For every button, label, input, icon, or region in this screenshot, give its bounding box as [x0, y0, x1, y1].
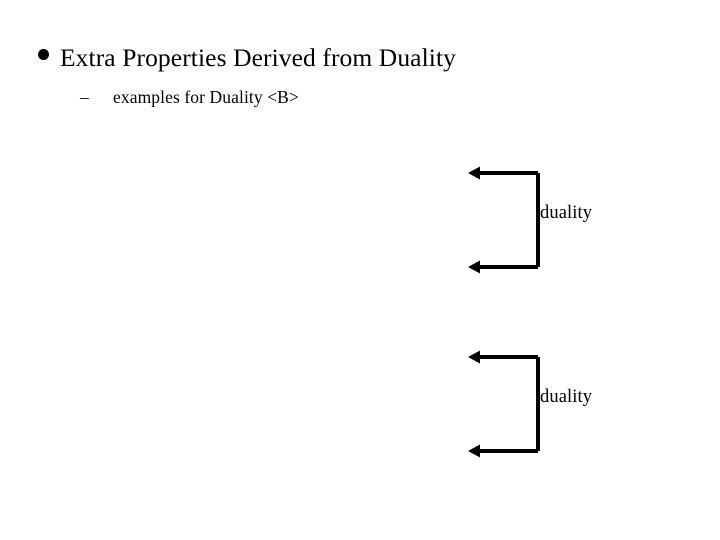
duality-bracket-arrows-2 [468, 350, 540, 458]
filled-disc-bullet-icon [38, 49, 49, 60]
page-title: Extra Properties Derived from Duality [60, 43, 456, 72]
title-bullet-line: Extra Properties Derived from Duality [38, 44, 456, 71]
duality-bracket-arrows-1 [468, 166, 540, 274]
duality-label-2: duality [540, 387, 593, 407]
subtitle-bullet-line: – examples for Duality <B> [80, 87, 299, 107]
en-dash-bullet-icon: – [80, 87, 89, 107]
duality-label-1: duality [540, 203, 593, 223]
subtitle-text: examples for Duality <B> [113, 87, 299, 107]
